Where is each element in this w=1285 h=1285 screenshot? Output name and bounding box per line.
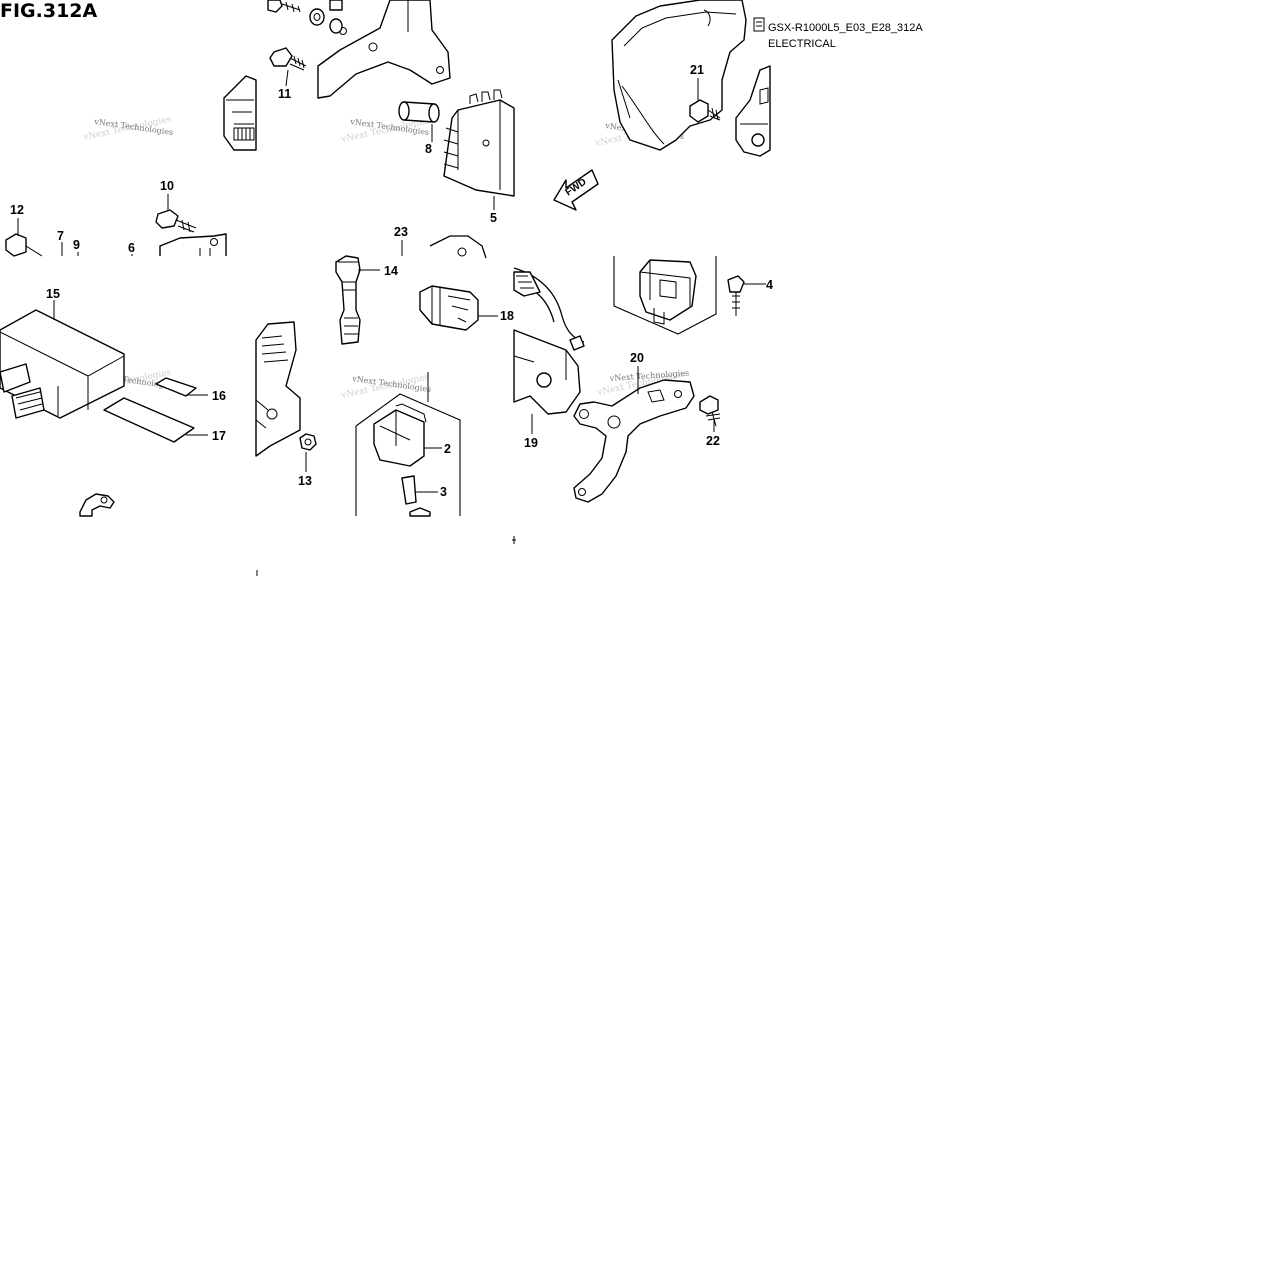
callout-label: 6 <box>128 241 135 255</box>
callout-label: 19 <box>524 436 538 450</box>
bolt-icon <box>689 99 721 123</box>
callout-label: 14 <box>384 264 398 278</box>
callout-numbers: 2 3 4 5 6 7 8 9 10 11 12 13 14 15 16 17 … <box>10 63 773 499</box>
bolt-icon <box>727 275 745 316</box>
callout-label: 7 <box>57 229 64 243</box>
small-bracket <box>159 233 227 256</box>
watermarks: vNext Technologies vNext Technologies vN… <box>82 114 690 401</box>
coupler-housing <box>223 75 257 151</box>
callout-label: 15 <box>46 287 60 301</box>
clamp-icon <box>79 493 115 517</box>
harness-bracket <box>255 321 301 457</box>
callout-label: 17 <box>212 429 226 443</box>
callout-label: 4 <box>766 278 773 292</box>
side-cover <box>611 0 747 151</box>
sensor-connector <box>419 285 479 331</box>
callout-label: 11 <box>278 87 291 101</box>
callout-label: 16 <box>212 389 226 403</box>
mounting-bracket <box>573 379 695 503</box>
callout-label: 8 <box>425 142 432 156</box>
callout-label: 3 <box>440 485 447 499</box>
cover-outline <box>429 235 487 259</box>
callout-label: 18 <box>500 309 514 323</box>
stray-marks <box>256 536 516 576</box>
bolt-icon <box>269 47 307 71</box>
callout-label: 10 <box>160 179 174 193</box>
upper-bracket <box>317 0 451 99</box>
starter-relay <box>613 256 717 335</box>
nut-icon <box>299 433 317 451</box>
harness-clamp <box>513 267 585 415</box>
section-label: ELECTRICAL <box>768 38 836 50</box>
callout-label: 21 <box>690 63 704 77</box>
bolt-icon <box>5 233 43 257</box>
forward-arrow-icon: FWD <box>553 169 599 211</box>
bolt-icon <box>699 395 721 427</box>
spacer-icon <box>398 101 440 123</box>
model-icon <box>753 17 765 32</box>
relay-box <box>355 393 461 517</box>
ignition-coil <box>335 255 361 345</box>
callout-label: 22 <box>706 434 720 448</box>
callout-label: 23 <box>394 225 408 239</box>
bolt-icon <box>155 209 197 233</box>
ecm-unit <box>0 309 125 419</box>
leader-lines <box>17 69 766 493</box>
figure-title: FIG.312A <box>0 0 98 22</box>
washer-icon <box>309 0 343 34</box>
callout-label: 2 <box>444 442 451 456</box>
pad-icon <box>103 397 195 443</box>
regulator-icon <box>443 89 515 197</box>
callout-label: 20 <box>630 351 644 365</box>
callout-label: 13 <box>298 474 312 488</box>
pad-icon <box>155 377 197 397</box>
model-code: GSX-R1000L5_E03_E28_312A <box>768 22 923 34</box>
gear-position-sensor <box>735 65 771 157</box>
callout-label: 9 <box>73 238 80 252</box>
callout-label: 5 <box>490 211 497 225</box>
bolt-icon <box>267 0 301 13</box>
callout-label: 12 <box>10 203 24 217</box>
